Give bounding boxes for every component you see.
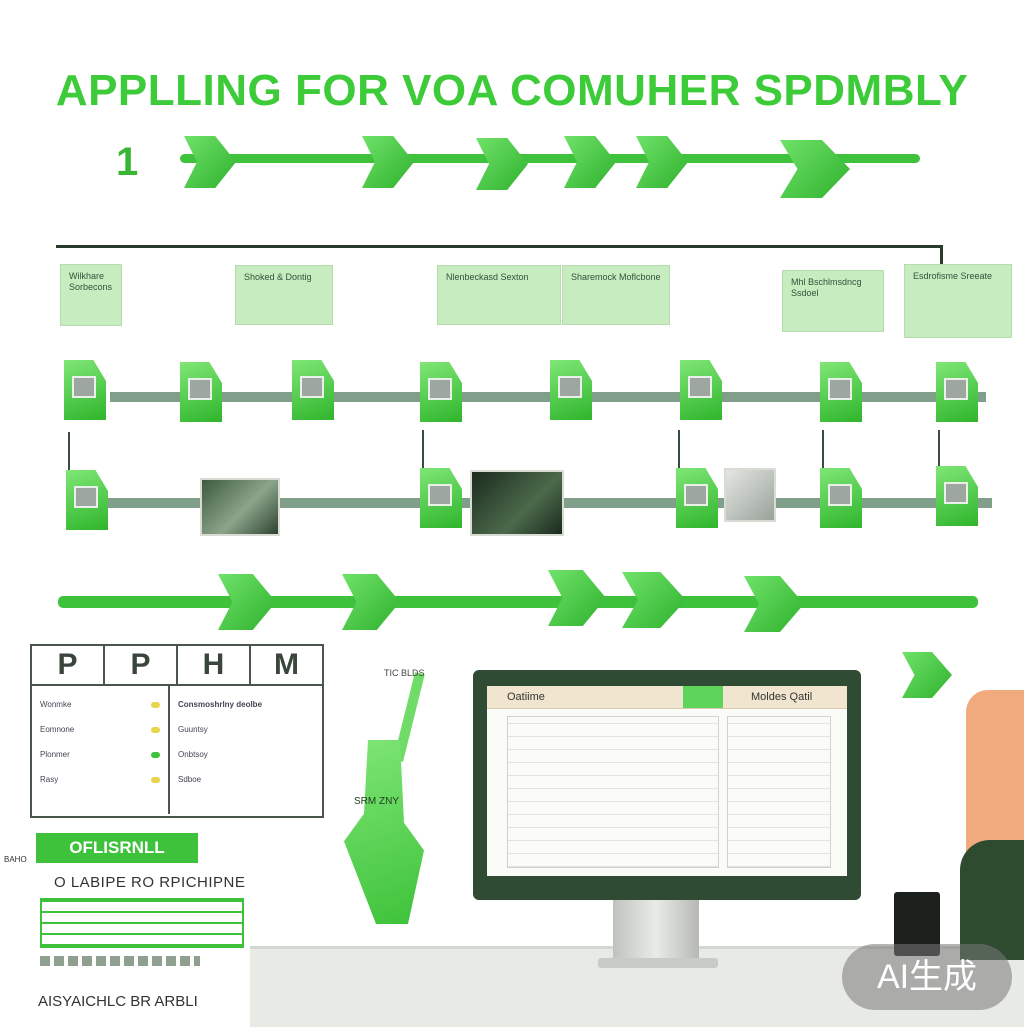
monitor-screen: Oatiime Moldes Qatil	[487, 686, 847, 876]
timeline-node	[550, 360, 592, 420]
timeline-node	[680, 360, 722, 420]
top-arrow-6	[780, 140, 850, 198]
node-thumbnail-icon	[944, 378, 968, 400]
screen-tab-left[interactable]: Oatiime	[507, 691, 545, 703]
timeline-frame-top	[56, 245, 942, 248]
note-card-5: Mhl Bschlmsdncg Ssdoel	[782, 270, 884, 332]
status-dot	[151, 751, 160, 758]
node-thumbnail-icon	[72, 376, 96, 398]
table-row: Sdboe	[178, 775, 202, 784]
node-thumbnail-icon	[688, 376, 712, 398]
node-photo	[470, 470, 564, 536]
node-thumbnail-icon	[188, 378, 212, 400]
table-header-cell: H	[178, 646, 251, 684]
timeline-node	[292, 360, 334, 420]
form-footer: AISYAICHLC BR ARBLI	[38, 993, 198, 1010]
node-photo	[724, 468, 776, 522]
node-stem	[68, 432, 70, 472]
screen-toolbar: Oatiime Moldes Qatil	[487, 686, 847, 709]
screen-list-pane[interactable]	[507, 716, 719, 868]
check-icon	[684, 484, 708, 506]
table-row: Wonmke	[40, 692, 160, 717]
top-arrow-3	[476, 138, 528, 190]
timeline-node	[676, 468, 718, 528]
status-dot	[151, 701, 160, 708]
monitor-stand	[613, 900, 699, 962]
table-header-cell: M	[274, 648, 299, 681]
flag-label: TIC BLDS	[384, 668, 425, 678]
form-placeholder-row	[40, 956, 200, 966]
check-icon	[74, 486, 98, 508]
note-card-6: Esdrofisme Sreeate	[904, 264, 1012, 338]
form-title: O LABIPE RO RPICHIPNE	[54, 874, 246, 891]
table-header: P P H M	[32, 646, 322, 686]
summary-table: P P H M Wonmke Eomnone Plonmer Rasy Cons…	[30, 644, 324, 818]
timeline-node	[420, 362, 462, 422]
status-dot	[151, 726, 160, 733]
note-card-2: Shoked & Dontig	[235, 265, 333, 325]
timeline-node	[180, 362, 222, 422]
timeline-frame-right	[940, 245, 943, 269]
sleeve	[960, 840, 1024, 960]
step-number: 1	[116, 140, 139, 184]
monitor-base	[598, 958, 718, 968]
timeline-node	[64, 360, 106, 420]
timeline-rail-1	[110, 392, 986, 402]
check-icon	[828, 484, 852, 506]
status-dot	[151, 776, 160, 783]
node-photo	[200, 478, 280, 536]
table-row: Rasy	[40, 767, 160, 792]
table-row: Guuntsy	[178, 725, 208, 734]
table-subheader: Consmoshrlny deolbe	[178, 700, 263, 709]
timeline-node	[936, 362, 978, 422]
node-stem	[678, 430, 680, 470]
screen-tab-right[interactable]: Moldes Qatil	[751, 691, 813, 703]
timeline-node	[820, 468, 862, 528]
note-card-1: Wilkhare Sorbecons	[60, 264, 122, 326]
screen-accent-block	[683, 686, 723, 708]
check-icon	[428, 484, 452, 506]
node-thumbnail-icon	[300, 376, 324, 398]
figure-label: SRM ZNY	[354, 796, 399, 807]
monitor: Oatiime Moldes Qatil	[473, 670, 861, 900]
table-row: Eomnone	[40, 717, 160, 742]
timeline-node	[820, 362, 862, 422]
node-thumbnail-icon	[558, 376, 582, 398]
table-header-cell: P	[32, 646, 105, 684]
bottom-progress-rail	[58, 596, 978, 608]
note-card-3: Nlenbeckasd Sexton	[437, 265, 561, 325]
node-thumbnail-icon	[428, 378, 452, 400]
screen-detail-pane[interactable]	[727, 716, 831, 868]
page-title: APPLLING FOR VOA COMUHER SPDMBLY	[55, 66, 969, 115]
node-stem	[422, 430, 424, 470]
table-header-cell: P	[105, 646, 178, 684]
timeline-node	[66, 470, 108, 530]
green-check-icon	[902, 652, 952, 698]
form-grid	[40, 898, 244, 948]
table-row: Onbtsoy	[178, 750, 208, 759]
form-badge: OFLISRNLL	[36, 833, 198, 863]
node-thumbnail-icon	[828, 378, 852, 400]
ai-generated-badge: AI生成	[842, 944, 1012, 1010]
node-stem	[822, 430, 824, 470]
timeline-node	[420, 468, 462, 528]
person-figure	[344, 740, 424, 924]
timeline-node	[936, 466, 978, 526]
note-card-4: Sharemock Moflcbone	[562, 265, 670, 325]
table-row: Plonmer	[40, 742, 160, 767]
top-progress-rail	[180, 154, 920, 163]
side-label: BAHO	[4, 855, 27, 864]
node-stem	[938, 430, 940, 470]
check-icon	[944, 482, 968, 504]
